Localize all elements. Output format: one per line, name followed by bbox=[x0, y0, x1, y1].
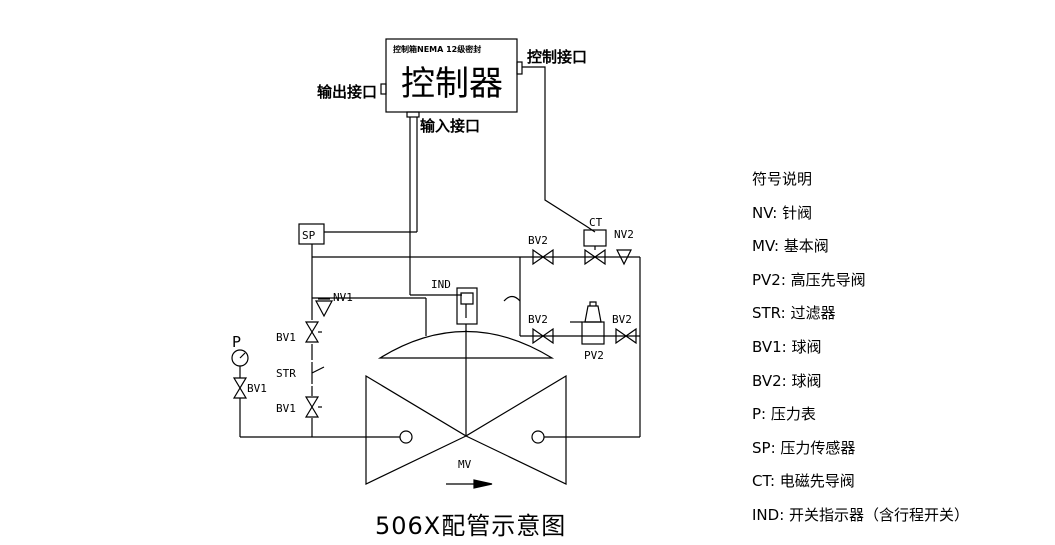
str-strainer-icon bbox=[311, 362, 325, 384]
legend-item: BV1: 球阀 bbox=[752, 337, 822, 356]
pressure-gauge-icon bbox=[231, 349, 249, 367]
control-pipe bbox=[522, 66, 596, 233]
bv1-bottom-valve-icon bbox=[304, 396, 320, 418]
nv2-valve-icon bbox=[616, 249, 632, 266]
bv2-mid-valve-icon bbox=[532, 327, 554, 345]
bv2-top-label: BV2 bbox=[528, 234, 548, 247]
str-label: STR bbox=[276, 367, 296, 380]
bv1-gauge-valve-icon bbox=[232, 377, 248, 399]
control-port-label: 控制接口 bbox=[527, 48, 587, 66]
bv2-mid-label: BV2 bbox=[528, 313, 548, 326]
ind-box bbox=[456, 287, 478, 325]
controller-box bbox=[385, 38, 518, 113]
diagram-caption: 506X配管示意图 bbox=[375, 512, 567, 540]
ct-box bbox=[583, 229, 607, 247]
legend: 符号说明 NV: 针阀 MV: 基本阀 PV2: 高压先导阀 STR: 过滤器 … bbox=[752, 163, 969, 533]
legend-item: MV: 基本阀 bbox=[752, 237, 829, 256]
legend-title: 符号说明 bbox=[752, 170, 813, 188]
controller-title: 控制器 bbox=[401, 64, 503, 104]
outlet-port-icon bbox=[531, 430, 545, 444]
ind-switch-icon bbox=[460, 292, 474, 318]
flow-arrow-icon bbox=[446, 479, 493, 489]
legend-item: CT: 电磁先导阀 bbox=[752, 472, 855, 491]
crossover-icon bbox=[503, 295, 521, 302]
output-port-label: 输出接口 bbox=[317, 83, 377, 101]
input-port-label: 输入接口 bbox=[420, 117, 480, 135]
nv1-label: NV1 bbox=[333, 291, 353, 304]
main-valve-body-icon bbox=[365, 374, 567, 485]
bv1-top-label: BV1 bbox=[276, 331, 296, 344]
nv1-valve-icon bbox=[315, 300, 333, 318]
legend-item: STR: 过滤器 bbox=[752, 304, 836, 323]
output-port-stub bbox=[380, 83, 387, 95]
main-valve-dome bbox=[377, 330, 555, 359]
p-label: P bbox=[232, 333, 241, 351]
control-port-stub bbox=[516, 61, 523, 75]
ind-label: IND bbox=[431, 278, 451, 291]
input-port-stub bbox=[406, 111, 420, 118]
bv2-top-valve-icon bbox=[532, 248, 554, 266]
bv2-right-label: BV2 bbox=[612, 313, 632, 326]
pv2-body bbox=[581, 321, 605, 345]
bv1-bottom-label: BV1 bbox=[276, 402, 296, 415]
legend-item: IND: 开关指示器（含行程开关） bbox=[752, 505, 970, 524]
pv2-label: PV2 bbox=[584, 349, 604, 362]
ct-label: CT bbox=[589, 216, 603, 229]
mv-label: MV bbox=[458, 458, 472, 471]
legend-item: P: 压力表 bbox=[752, 405, 816, 424]
legend-item: SP: 压力传感器 bbox=[752, 438, 856, 457]
gauge-needle bbox=[239, 352, 246, 359]
legend-item: PV2: 高压先导阀 bbox=[752, 270, 866, 289]
bv1-top-valve-icon bbox=[304, 321, 320, 343]
inlet-port-icon bbox=[399, 430, 413, 444]
pv2-top-icon bbox=[584, 301, 602, 323]
ct-valve-icon bbox=[584, 248, 606, 266]
legend-item: BV2: 球阀 bbox=[752, 371, 822, 390]
sp-label: SP bbox=[302, 229, 316, 242]
nv2-label: NV2 bbox=[614, 228, 634, 241]
legend-item: NV: 针阀 bbox=[752, 203, 813, 222]
bv2-right-valve-icon bbox=[615, 327, 637, 345]
controller-subtitle: 控制箱NEMA 12级密封 bbox=[393, 44, 481, 54]
bv1-gauge-label: BV1 bbox=[247, 382, 267, 395]
